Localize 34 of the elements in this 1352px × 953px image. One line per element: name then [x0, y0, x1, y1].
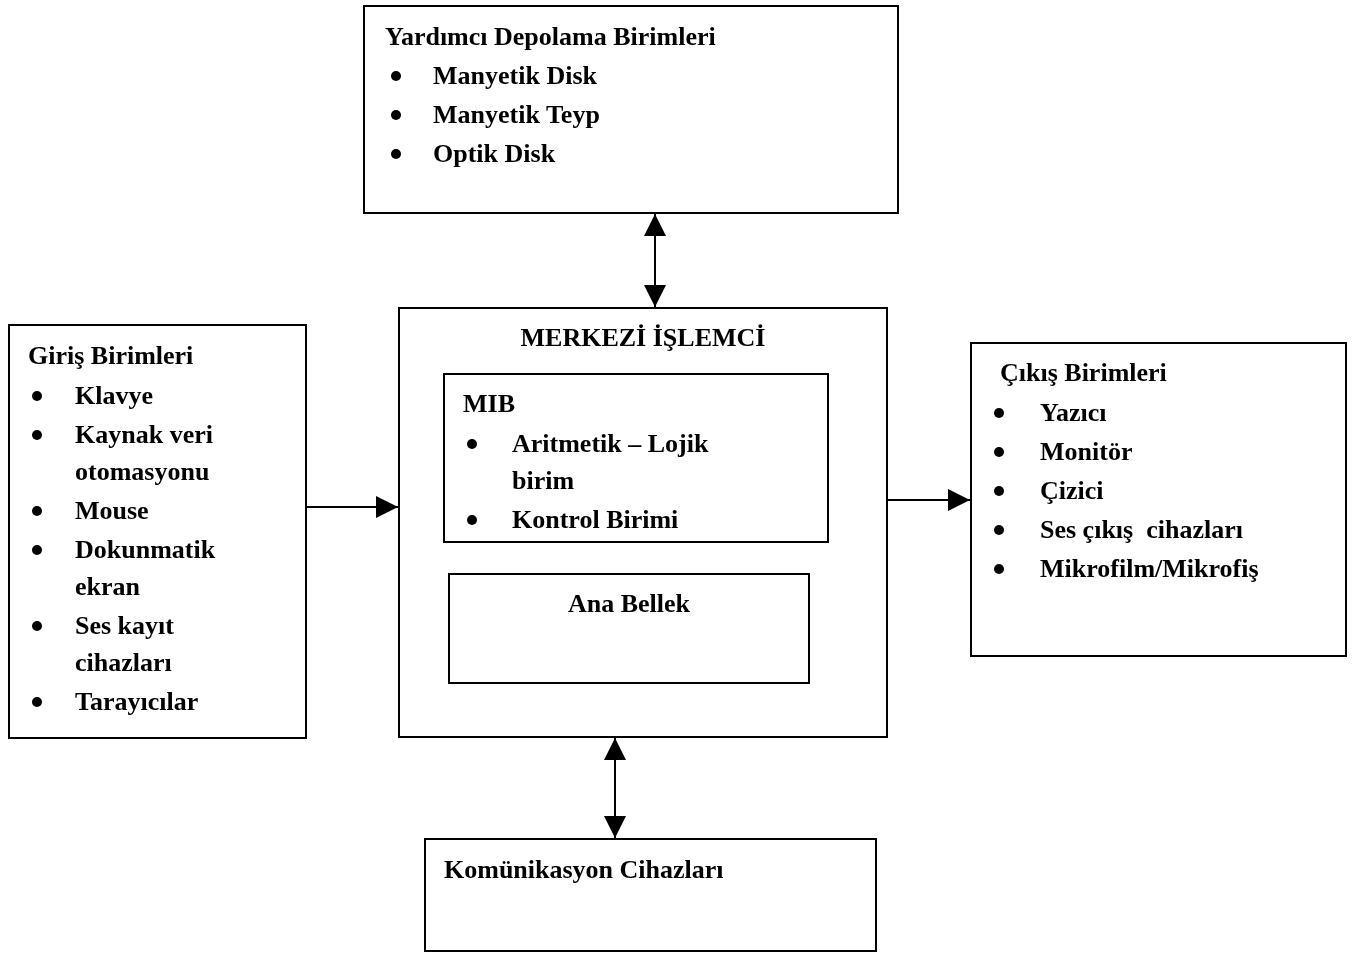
unit-box: [363, 5, 899, 214]
unit-box: [970, 342, 1347, 657]
unit-box: [424, 838, 877, 952]
list-item: Monitör: [1040, 436, 1134, 468]
list-item: Tarayıcılar: [75, 686, 200, 718]
list-item: Manyetik Disk: [433, 60, 598, 92]
box-title: Yardımcı Depolama Birimleri: [385, 21, 716, 53]
arrow: [604, 737, 626, 839]
list-item: Kontrol Birimi: [512, 504, 680, 536]
arrow: [306, 496, 399, 518]
list-item: Çizici: [1040, 475, 1105, 507]
unit-box: [443, 373, 829, 543]
box-title: Giriş Birimleri: [28, 340, 194, 372]
list-item: Manyetik Teyp: [433, 99, 601, 131]
list-item: Kaynak veri otomasyonu: [75, 419, 214, 488]
box-title: Ana Bellek: [566, 588, 692, 620]
list-item: Mikrofilm/Mikrofiş: [1040, 553, 1260, 585]
box-title: MERKEZİ İŞLEMCİ: [519, 322, 767, 354]
arrow: [887, 489, 971, 511]
unit-box: [8, 324, 307, 739]
box-title: Komünikasyon Cihazları: [444, 854, 724, 886]
list-item: Aritmetik – Lojik birim: [512, 428, 710, 497]
box-title: MIB: [463, 388, 515, 420]
list-item: Klavye: [75, 380, 154, 412]
unit-box: [398, 307, 888, 738]
list-item: Ses kayıt cihazları: [75, 610, 175, 679]
list-item: Yazıcı: [1040, 397, 1108, 429]
list-item: Mouse: [75, 495, 150, 527]
unit-box: [448, 573, 810, 684]
list-item: Dokunmatik ekran: [75, 534, 217, 603]
box-title: Çıkış Birimleri: [1000, 357, 1167, 389]
list-item: Ses çıkış cihazları: [1040, 514, 1244, 546]
list-item: Optik Disk: [433, 138, 557, 170]
arrow: [644, 213, 666, 308]
